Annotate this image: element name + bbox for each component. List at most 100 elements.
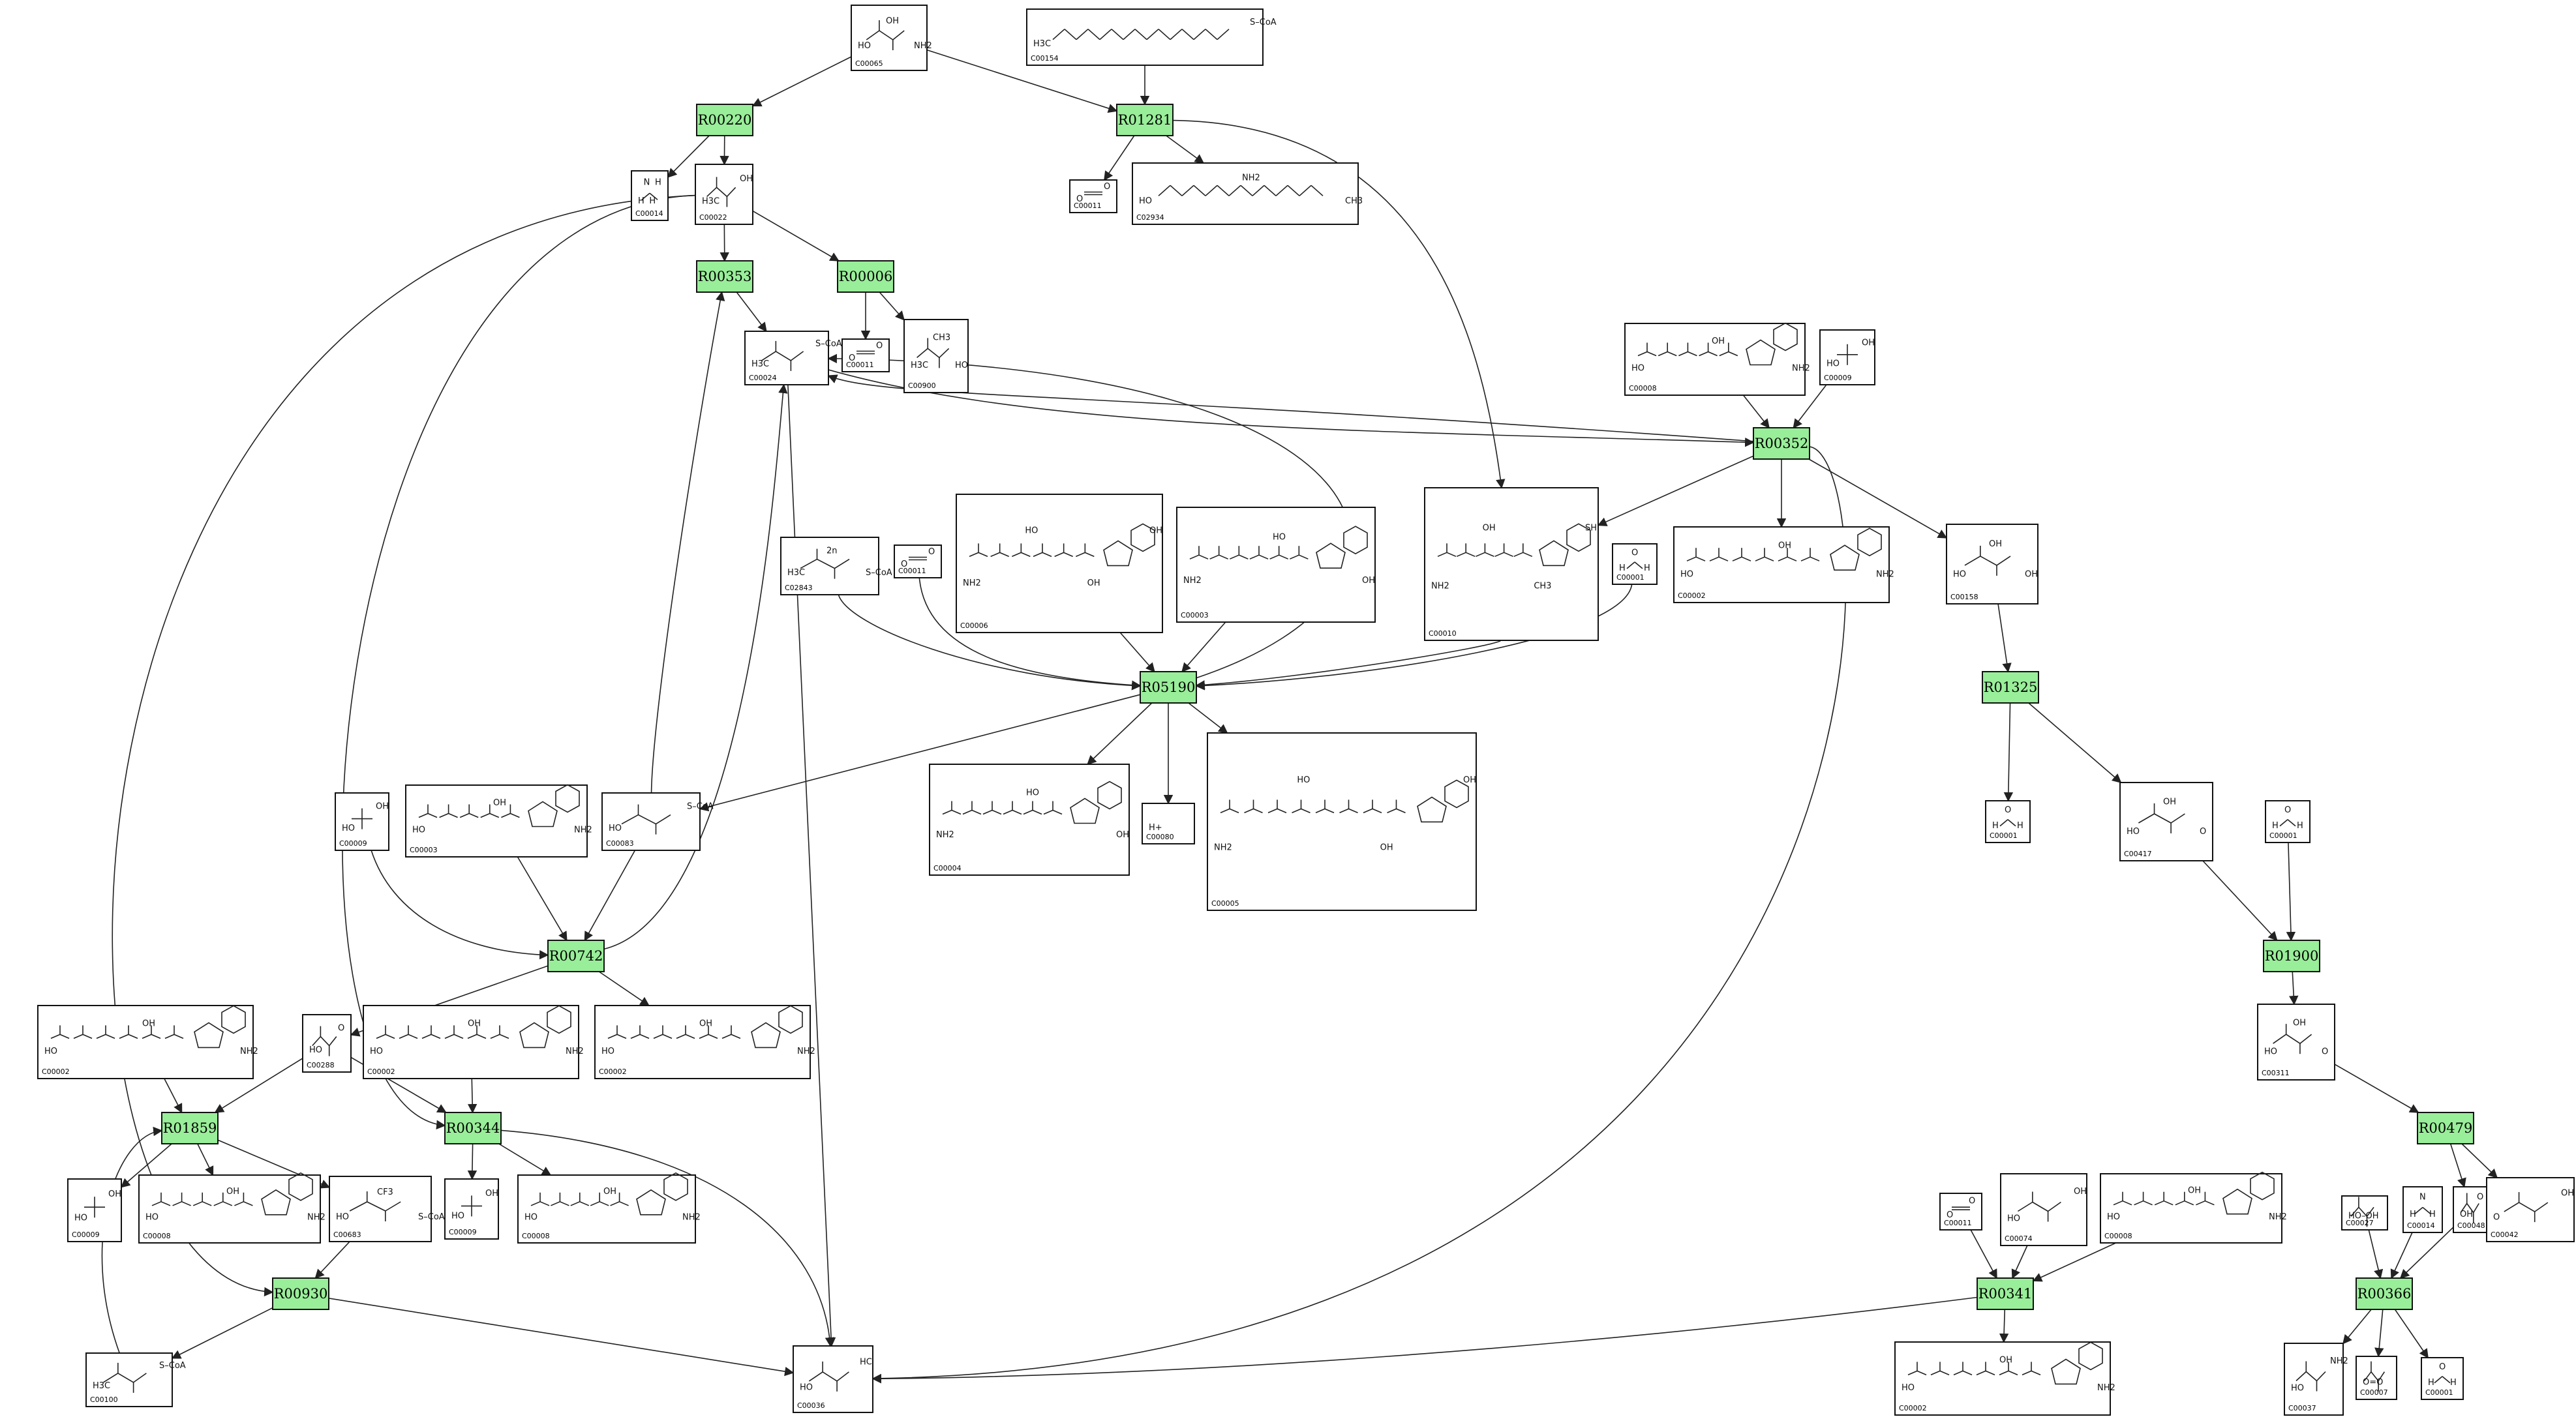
compound-box[interactable] [1069,179,1117,213]
compound-box[interactable] [1673,526,1890,603]
compound-box[interactable] [1624,323,1806,396]
reaction-box[interactable] [837,260,894,293]
reaction-box[interactable] [272,1277,329,1310]
compound-box[interactable] [2119,782,2213,861]
compound-box[interactable] [2284,1343,2344,1416]
compound-box[interactable] [594,1005,811,1079]
reaction-node-R00006[interactable]: R00006 [837,260,894,293]
compound-box[interactable] [894,544,942,578]
compound-box[interactable] [1946,524,2038,604]
reaction-box[interactable] [1753,427,1810,460]
compound-box[interactable] [405,784,588,858]
reaction-node-R00930[interactable]: R00930 [272,1277,329,1310]
compound-box[interactable] [929,764,1130,876]
reaction-box[interactable] [444,1112,502,1144]
compound-box[interactable] [2421,1357,2464,1400]
reaction-node-R00366[interactable]: R00366 [2356,1277,2413,1310]
compound-box[interactable] [841,338,890,372]
reaction-node-R01325[interactable]: R01325 [1982,671,2039,704]
compound-box[interactable] [363,1005,579,1079]
reaction-box[interactable] [2263,940,2320,972]
reaction-node-R00742[interactable]: R00742 [547,940,605,972]
reaction-node-R00479[interactable]: R00479 [2417,1112,2474,1144]
reaction-box[interactable] [547,940,605,972]
compound-box[interactable] [903,319,969,393]
compound-box[interactable] [1985,800,2031,843]
compound-box[interactable] [956,494,1163,633]
reaction-box[interactable] [1116,104,1174,136]
compound-box[interactable] [2257,1004,2335,1081]
reaction-node-R05190[interactable]: R05190 [1140,671,1197,704]
compound-box[interactable] [1894,1341,2111,1416]
reaction-box[interactable] [1140,671,1197,704]
reaction-node-R00352[interactable]: R00352 [1753,427,1810,460]
compound-box[interactable] [631,170,669,221]
compound-box[interactable] [1132,162,1359,225]
reaction-box[interactable] [2356,1277,2413,1310]
reaction-box[interactable] [1982,671,2039,704]
compound-box[interactable] [1939,1193,1982,1231]
reaction-node-R01859[interactable]: R01859 [161,1112,219,1144]
compound-box[interactable] [517,1174,696,1244]
reaction-box[interactable] [161,1112,219,1144]
reaction-node-R00353[interactable]: R00353 [696,260,753,293]
compound-box[interactable] [2100,1173,2282,1244]
reaction-node-R01281[interactable]: R01281 [1116,104,1174,136]
compound-box[interactable] [1424,487,1599,641]
reaction-box[interactable] [696,104,753,136]
compound-box[interactable] [1176,507,1376,623]
reaction-box[interactable] [696,260,753,293]
compound-box[interactable] [1612,543,1658,585]
reaction-box[interactable] [2417,1112,2474,1144]
compound-box[interactable] [2000,1173,2087,1246]
compound-box[interactable] [2265,800,2311,843]
reaction-box[interactable] [1977,1277,2034,1310]
compound-box[interactable] [2341,1195,2388,1231]
reaction-node-R00341[interactable]: R00341 [1977,1277,2034,1310]
compound-box[interactable] [793,1345,873,1413]
